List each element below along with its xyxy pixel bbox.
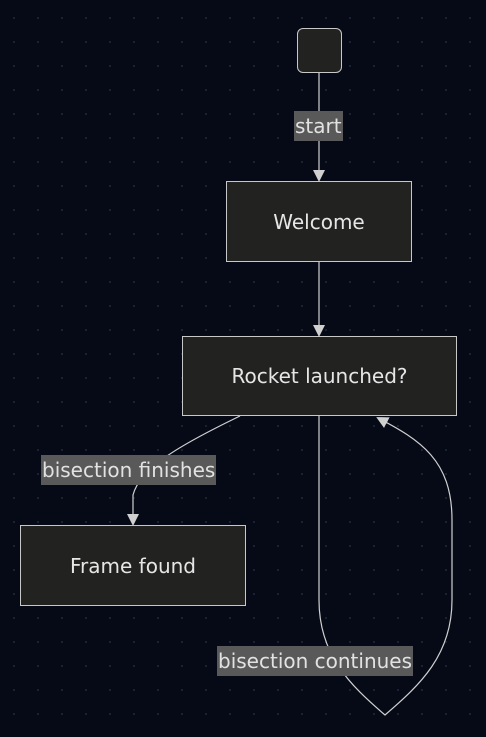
edge-label-bisection-continues: bisection continues (217, 646, 414, 676)
state-welcome: Welcome (226, 181, 412, 262)
state-frame-found: Frame found (20, 525, 246, 606)
edge-label-bisection-finishes: bisection finishes (41, 455, 217, 485)
initial-state-node (297, 28, 342, 73)
edge-label-start: start (294, 111, 343, 141)
state-rocket-launched: Rocket launched? (182, 336, 457, 416)
